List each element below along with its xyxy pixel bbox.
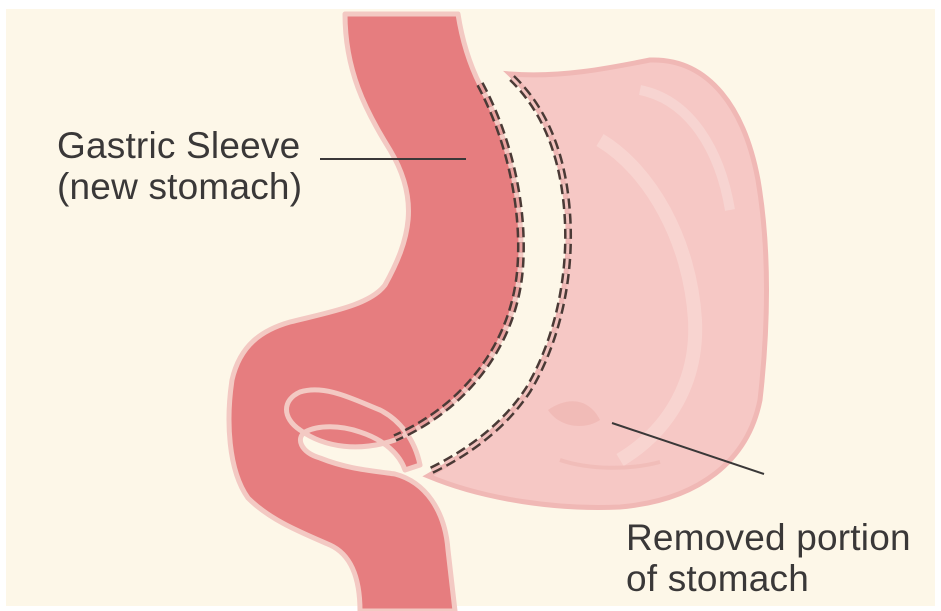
removed-portion-label-line2: of stomach xyxy=(626,558,911,599)
gastric-sleeve-label-line1: Gastric Sleeve xyxy=(57,125,302,166)
gastric-sleeve-label: Gastric Sleeve (new stomach) xyxy=(57,125,302,207)
gastric-sleeve xyxy=(229,14,521,611)
removed-portion-label-line1: Removed portion xyxy=(626,517,911,558)
removed-portion-label: Removed portion of stomach xyxy=(626,517,911,599)
gastric-sleeve-label-line2: (new stomach) xyxy=(57,166,302,207)
